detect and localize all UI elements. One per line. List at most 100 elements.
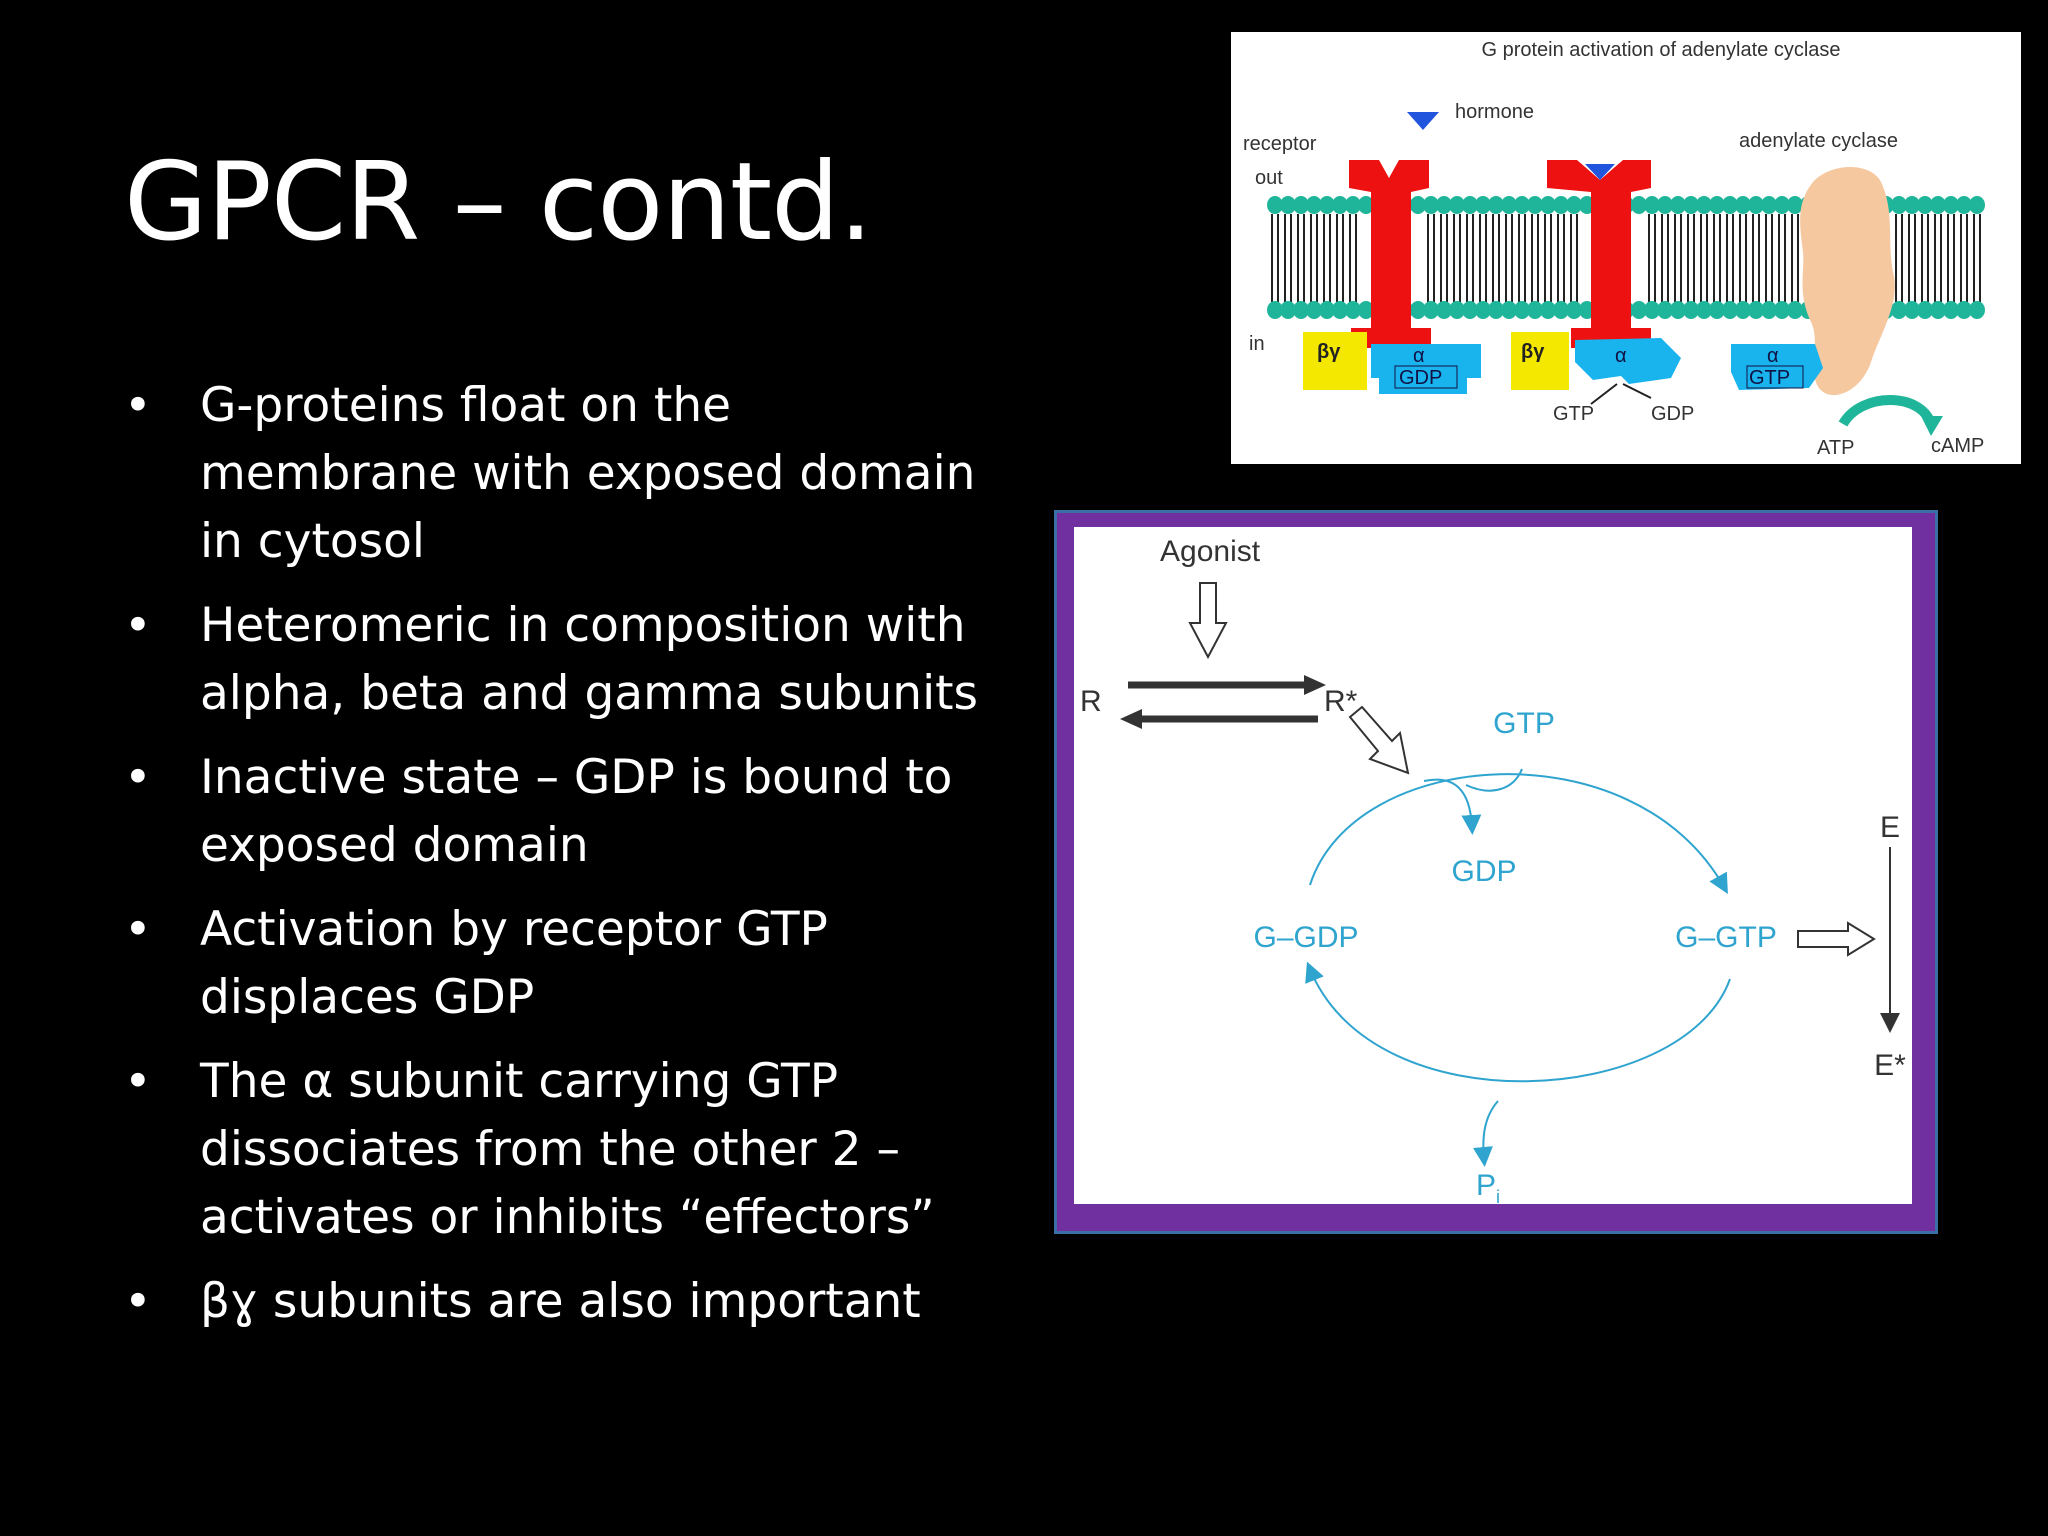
lipid-head-bottom (1319, 301, 1335, 319)
bullet-item: • Activation by receptor GTP displaces GD… (124, 896, 994, 1032)
bullet-item: • G-proteins float on the membrane with e… (124, 372, 994, 576)
r-star-arrow (1348, 705, 1410, 775)
bullet-dot: • (124, 750, 152, 805)
lipid-head-top (1787, 196, 1803, 214)
bullet-text: βɣ subunits are also important (200, 1274, 921, 1329)
gdp-out-arrow (1622, 383, 1652, 399)
lipid-head-bottom (1774, 301, 1790, 319)
cycle-canvas: Agonist R R* GTP GDP G–GDP G–GTP Pi (1074, 527, 1912, 1207)
lipid-head-bottom (1696, 301, 1712, 319)
g-gtp-label: G–GTP (1675, 921, 1777, 954)
lipid-head-top (1566, 196, 1582, 214)
agonist-arrow (1188, 582, 1228, 660)
cycle-diagram: Agonist R R* GTP GDP G–GDP G–GTP Pi (1080, 535, 1906, 1207)
lipid-head-top (1358, 196, 1374, 214)
lipid-head-top (1657, 196, 1673, 214)
bullet-text: Activation by receptor GTP displaces GDP (200, 902, 828, 1025)
lipid-head-bottom (1527, 301, 1543, 319)
lipid-head-bottom (1709, 301, 1725, 319)
lipid-head-bottom (1475, 301, 1491, 319)
lipid-head-top (1930, 196, 1946, 214)
lipid-head-top (1267, 196, 1283, 214)
beta-gamma-middle (1511, 332, 1569, 390)
gtp-in-branch (1465, 768, 1523, 792)
bullet-dot: • (124, 1274, 152, 1329)
lipid-head-bottom (1345, 301, 1361, 319)
receptor-label: receptor (1243, 133, 1317, 155)
lipid-head-bottom (1540, 301, 1556, 319)
gtp-middle-label: GTP (1553, 403, 1594, 425)
lipid-head-top (1670, 196, 1686, 214)
lipid-head-top (1332, 196, 1348, 214)
lipid-head-bottom (1553, 301, 1569, 319)
lipid-head-bottom (1657, 301, 1673, 319)
lipid-head-bottom (1787, 301, 1803, 319)
lipid-head-bottom (1462, 301, 1478, 319)
lipid-head-top (1644, 196, 1660, 214)
lipid-head-bottom (1267, 301, 1283, 319)
lipid-head-bottom (1293, 301, 1309, 319)
alpha-left (1371, 344, 1481, 394)
cycle-top-arc (1309, 773, 1728, 894)
bullet-dot: • (124, 1054, 152, 1109)
forward-arrowhead (1304, 675, 1326, 695)
bullet-dot: • (124, 902, 152, 957)
lipid-head-bottom (1514, 301, 1530, 319)
lipid-head-top (1475, 196, 1491, 214)
adenylate-cyclase-label: adenylate cyclase (1739, 130, 1898, 152)
beta-gamma-left (1303, 332, 1367, 390)
lipid-head-top (1501, 196, 1517, 214)
r-label: R (1080, 685, 1102, 718)
lipid-tails (1271, 214, 1981, 302)
agonist-label: Agonist (1160, 535, 1261, 568)
lipid-head-top (1956, 196, 1972, 214)
bullet-text: The α subunit carrying GTP dissociates f… (200, 1054, 935, 1245)
bound-hormone-icon (1585, 164, 1615, 180)
lipid-head-bottom (1410, 301, 1426, 319)
alpha-left-label: α (1413, 345, 1425, 367)
lipid-head-top (1553, 196, 1569, 214)
pi-label: Pi (1476, 1169, 1500, 1204)
gtp-in-arrow (1590, 383, 1618, 405)
gdp-middle-label: GDP (1651, 403, 1694, 425)
bullet-text: Heteromeric in composition with alpha, b… (200, 598, 979, 721)
lipid-head-top (1748, 196, 1764, 214)
lipid-head-top (1696, 196, 1712, 214)
lipid-head-top (1462, 196, 1478, 214)
lipid-head-bottom (1943, 301, 1959, 319)
g-gdp-label: G–GDP (1253, 921, 1358, 954)
bullet-text: G-proteins float on the membrane with ex… (200, 378, 976, 569)
lipid-head-top (1761, 196, 1777, 214)
lipid-head-bottom (1735, 301, 1751, 319)
effector-activation-arrow (1797, 921, 1876, 957)
lipid-head-top (1449, 196, 1465, 214)
figure-title: G protein activation of adenylate cyclas… (1481, 39, 1840, 61)
lipid-head-top (1306, 196, 1322, 214)
hormone-label: hormone (1455, 101, 1534, 123)
alpha-gtp-label: α (1767, 345, 1779, 367)
lipid-head-top (1904, 196, 1920, 214)
lipid-head-bottom (1358, 301, 1374, 319)
out-label: out (1255, 167, 1283, 189)
gdp-left-box (1394, 365, 1458, 389)
lipid-head-bottom (1969, 301, 1985, 319)
bullet-dot: • (124, 378, 152, 433)
lipid-head-bottom (1449, 301, 1465, 319)
lipid-head-bottom (1930, 301, 1946, 319)
atp-camp-arrow (1838, 395, 1936, 427)
lipid-head-bottom (1761, 301, 1777, 319)
lipid-head-bottom (1670, 301, 1686, 319)
g-protein-cycle-figure: Agonist R R* GTP GDP G–GDP G–GTP Pi (1054, 510, 1938, 1234)
alpha-gtp (1731, 344, 1823, 390)
lipid-head-top (1969, 196, 1985, 214)
cycle-bottom-arc (1305, 961, 1731, 1083)
lipid-head-top (1722, 196, 1738, 214)
lipid-head-top (1319, 196, 1335, 214)
pi-out-branch (1472, 1100, 1499, 1167)
alpha-middle-label: α (1615, 345, 1627, 367)
lipid-head-top (1943, 196, 1959, 214)
reverse-arrowhead (1120, 709, 1142, 729)
lipid-head-bottom (1748, 301, 1764, 319)
beta-gamma-middle-label: βγ (1521, 341, 1545, 363)
lipid-head-bottom (1683, 301, 1699, 319)
